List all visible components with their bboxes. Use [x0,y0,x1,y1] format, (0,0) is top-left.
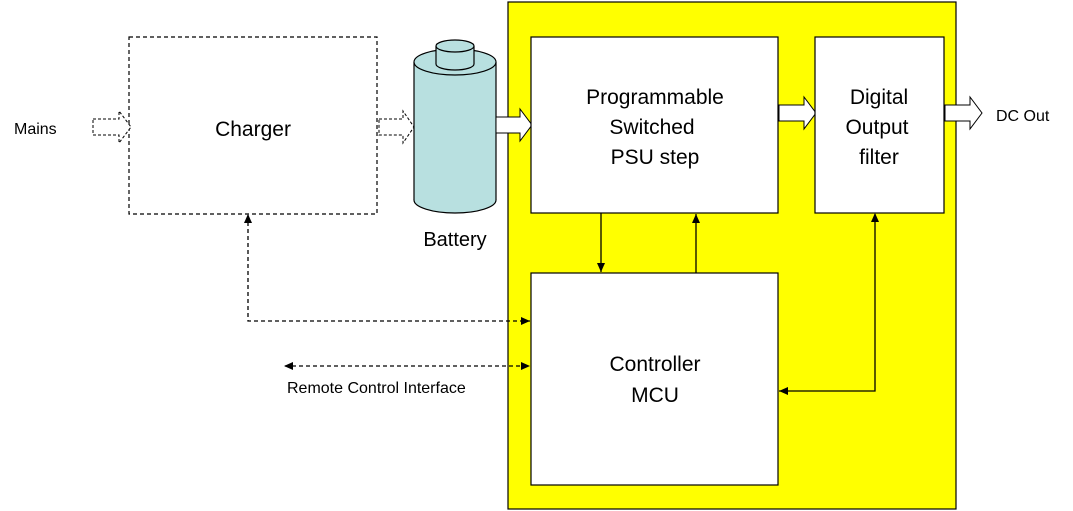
controller-box [530,272,779,486]
filter-label-line-1: Digital [850,86,908,109]
dc-out-arrow [944,95,983,131]
mains-label: Mains [14,121,57,138]
psu-box [530,36,779,214]
battery-label: Battery [423,229,486,251]
charger-box [128,36,378,215]
filter-label-line-2: Output [845,116,908,139]
charger-to-battery-arrow [378,109,415,145]
filter-box [814,36,945,214]
psu-label-line-1: Programmable [586,86,724,109]
filter-controller-link [779,213,879,395]
mains-arrow [92,109,132,145]
dc-out-label: DC Out [996,108,1050,125]
filter-label-line-3: filter [859,146,899,169]
charger-label: Charger [215,118,291,141]
battery-to-psu-arrow [495,107,533,143]
charger-controller-link [244,214,530,325]
psu-label-line-3: PSU step [611,146,700,169]
psu-to-filter-arrow [778,95,817,131]
controller-label-line-2: MCU [631,384,679,407]
psu-label-line-2: Switched [609,116,694,139]
controller-label-line-1: Controller [609,353,700,376]
remote-control-label: Remote Control Interface [287,380,466,397]
battery-icon [413,39,497,214]
